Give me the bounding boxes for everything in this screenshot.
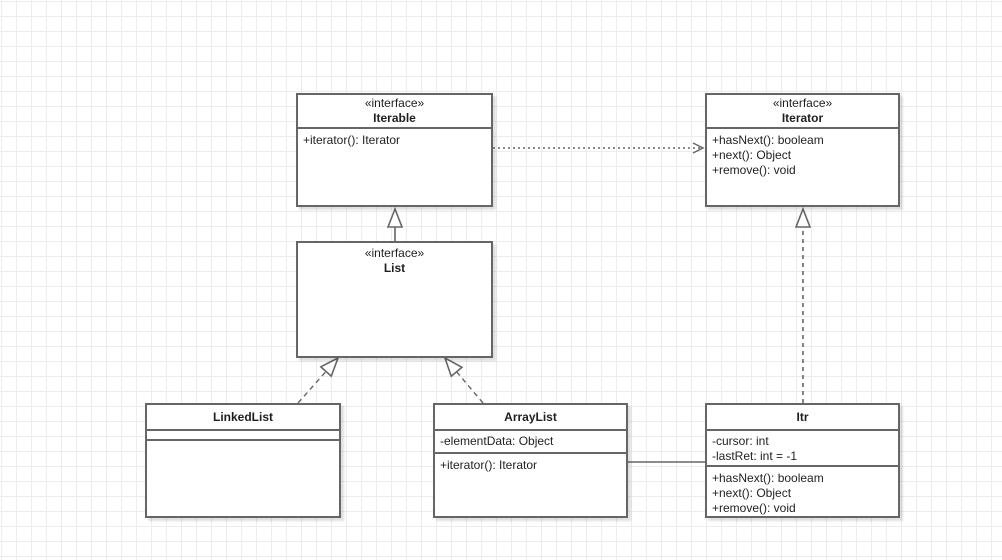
class-itr-title: Itr	[707, 405, 898, 431]
attribute-item: -cursor: int	[712, 434, 769, 448]
method-item: +iterator(): Iterator	[440, 458, 538, 472]
class-list-body	[298, 279, 491, 356]
class-iterator-methods: +hasNext(): booleam +next(): Object +rem…	[707, 129, 898, 205]
stereotype-label: «interface»	[772, 96, 833, 110]
class-itr-methods: +hasNext(): booleam +next(): Object +rem…	[707, 467, 898, 516]
class-arraylist[interactable]: ArrayList -elementData: Object +iterator…	[433, 403, 628, 518]
class-linkedlist-methods	[147, 441, 339, 516]
class-arraylist-attributes: -elementData: Object	[435, 431, 626, 454]
class-itr-attributes: -cursor: int -lastRet: int = -1	[707, 431, 898, 467]
method-item: +iterator(): Iterator	[303, 133, 401, 147]
class-name: Iterable	[373, 111, 416, 125]
class-linkedlist[interactable]: LinkedList	[145, 403, 341, 518]
class-list[interactable]: «interface» List	[296, 241, 493, 358]
edge-linkedlist-to-list-realization[interactable]	[297, 358, 338, 404]
stereotype-label: «interface»	[364, 96, 425, 110]
stereotype-label: «interface»	[364, 246, 425, 260]
class-iterator-title: «interface» Iterator	[707, 95, 898, 129]
class-arraylist-title: ArrayList	[435, 405, 626, 431]
class-name: Iterator	[781, 111, 824, 125]
class-iterable-methods: +iterator(): Iterator	[298, 129, 491, 205]
class-arraylist-methods: +iterator(): Iterator	[435, 454, 626, 516]
class-name: LinkedList	[212, 409, 273, 424]
method-item: +remove(): void	[712, 501, 796, 515]
attribute-item: -lastRet: int = -1	[712, 449, 798, 463]
class-linkedlist-title: LinkedList	[147, 405, 339, 431]
class-name: ArrayList	[504, 409, 557, 424]
class-iterable[interactable]: «interface» Iterable +iterator(): Iterat…	[296, 93, 493, 207]
class-list-title: «interface» List	[298, 243, 491, 279]
method-item: +hasNext(): booleam	[712, 133, 824, 147]
method-item: +next(): Object	[712, 148, 792, 162]
class-iterable-title: «interface» Iterable	[298, 95, 491, 129]
attribute-item: -elementData: Object	[440, 434, 554, 448]
class-itr[interactable]: Itr -cursor: int -lastRet: int = -1 +has…	[705, 403, 900, 518]
class-iterator[interactable]: «interface» Iterator +hasNext(): booleam…	[705, 93, 900, 207]
method-item: +next(): Object	[712, 486, 792, 500]
method-item: +remove(): void	[712, 163, 796, 177]
class-name: Itr	[796, 409, 809, 424]
class-name: List	[383, 261, 406, 275]
edge-arraylist-to-list-realization[interactable]	[445, 358, 484, 404]
method-item: +hasNext(): booleam	[712, 471, 824, 485]
class-linkedlist-attributes	[147, 431, 339, 441]
